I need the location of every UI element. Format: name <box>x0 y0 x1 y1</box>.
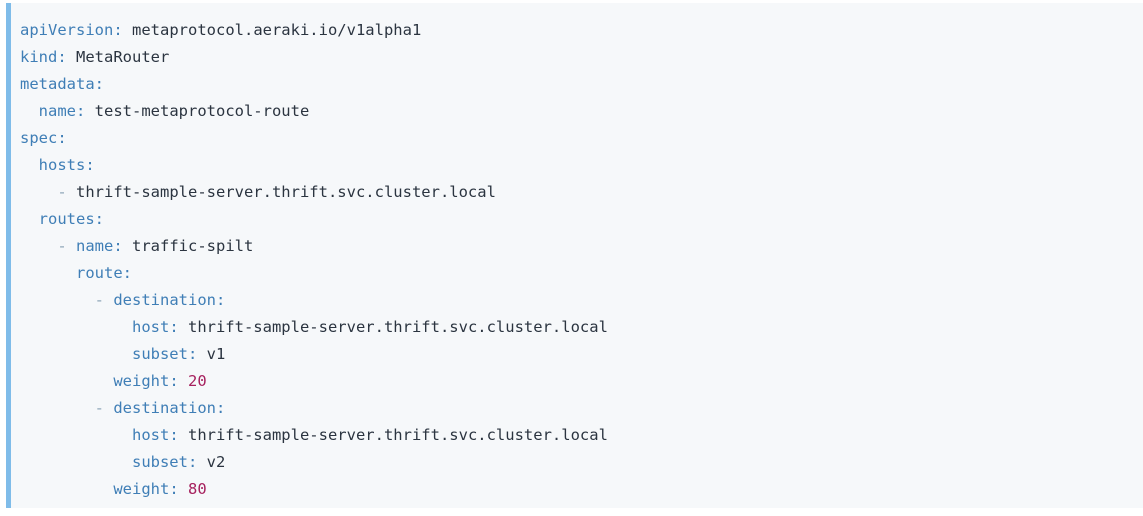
yaml-sequence-dash: - <box>57 237 76 255</box>
yaml-key: destination <box>113 291 216 309</box>
yaml-key: destination <box>113 399 216 417</box>
code-line: weight: 20 <box>20 368 1143 395</box>
yaml-key: host <box>131 426 170 444</box>
yaml-key: spec <box>20 129 58 147</box>
line-indent <box>20 102 39 120</box>
yaml-key: apiVersion <box>20 21 114 39</box>
yaml-separator: : <box>169 426 188 444</box>
line-indent <box>20 399 95 417</box>
yaml-separator: : <box>113 237 132 255</box>
code-line: - destination: <box>20 287 1143 314</box>
code-line: metadata: <box>20 71 1143 98</box>
yaml-separator: : <box>94 210 105 228</box>
yaml-value: thrift-sample-server.thrift.svc.cluster.… <box>187 318 608 336</box>
yaml-key: name <box>38 102 76 120</box>
code-line: spec: <box>20 125 1143 152</box>
yaml-separator: : <box>169 372 188 390</box>
code-line: name: test-metaprotocol-route <box>20 98 1143 125</box>
yaml-value: test-metaprotocol-route <box>94 102 310 120</box>
line-indent <box>20 480 113 498</box>
yaml-key: route <box>76 264 123 282</box>
yaml-separator: : <box>169 318 188 336</box>
line-indent <box>20 372 113 390</box>
code-line: apiVersion: metaprotocol.aeraki.io/v1alp… <box>20 17 1143 44</box>
yaml-separator: : <box>113 21 132 39</box>
yaml-value: v1 <box>206 345 226 363</box>
yaml-separator: : <box>169 480 188 498</box>
yaml-value: v2 <box>206 453 226 471</box>
yaml-separator: : <box>57 48 76 66</box>
yaml-key: hosts <box>38 156 86 174</box>
code-line: host: thrift-sample-server.thrift.svc.cl… <box>20 314 1143 341</box>
yaml-separator: : <box>94 75 104 93</box>
line-indent <box>20 453 132 471</box>
code-line: routes: <box>20 206 1143 233</box>
code-line: - name: traffic-spilt <box>20 233 1143 260</box>
code-line: subset: v2 <box>20 449 1143 476</box>
code-line: - destination: <box>20 395 1143 422</box>
line-indent <box>20 210 39 228</box>
yaml-value: thrift-sample-server.thrift.svc.cluster.… <box>187 426 608 444</box>
code-line: weight: 80 <box>20 476 1143 503</box>
code-line: route: <box>20 260 1143 287</box>
yaml-key: subset <box>131 453 188 471</box>
code-line: kind: MetaRouter <box>20 44 1143 71</box>
yaml-separator: : <box>122 264 133 282</box>
yaml-separator: : <box>187 453 207 471</box>
line-indent <box>20 426 132 444</box>
code-line: hosts: <box>20 152 1143 179</box>
yaml-value: metaprotocol.aeraki.io/v1alpha1 <box>132 21 422 39</box>
code-line: subset: v1 <box>20 341 1143 368</box>
line-indent <box>20 264 76 282</box>
line-indent <box>20 291 95 309</box>
yaml-sequence-dash: - <box>94 291 114 309</box>
yaml-separator: : <box>215 291 226 309</box>
yaml-key: name <box>76 237 114 255</box>
yaml-separator: : <box>57 129 67 147</box>
yaml-separator: : <box>76 102 95 120</box>
yaml-code-block: apiVersion: metaprotocol.aeraki.io/v1alp… <box>6 3 1143 508</box>
code-line: - thrift-sample-server.thrift.svc.cluste… <box>20 179 1143 206</box>
yaml-key: subset <box>131 345 188 363</box>
yaml-key: weight <box>113 372 170 390</box>
yaml-value: thrift-sample-server.thrift.svc.cluster.… <box>76 183 496 201</box>
line-indent <box>20 156 39 174</box>
yaml-key: host <box>131 318 170 336</box>
line-indent <box>20 345 132 363</box>
code-lines-container[interactable]: apiVersion: metaprotocol.aeraki.io/v1alp… <box>11 3 1143 503</box>
yaml-separator: : <box>187 345 207 363</box>
yaml-separator: : <box>215 399 226 417</box>
yaml-key: routes <box>38 210 95 228</box>
yaml-sequence-dash: - <box>57 183 76 201</box>
code-line: host: thrift-sample-server.thrift.svc.cl… <box>20 422 1143 449</box>
yaml-value: MetaRouter <box>76 48 170 66</box>
yaml-key: kind <box>20 48 58 66</box>
yaml-number-value: 80 <box>188 480 207 498</box>
yaml-key: weight <box>113 480 170 498</box>
yaml-sequence-dash: - <box>94 399 114 417</box>
line-indent <box>20 237 57 255</box>
line-indent <box>20 318 132 336</box>
yaml-value: traffic-spilt <box>132 237 254 255</box>
yaml-separator: : <box>85 156 95 174</box>
line-indent <box>20 183 57 201</box>
yaml-number-value: 20 <box>188 372 207 390</box>
yaml-key: metadata <box>20 75 95 93</box>
